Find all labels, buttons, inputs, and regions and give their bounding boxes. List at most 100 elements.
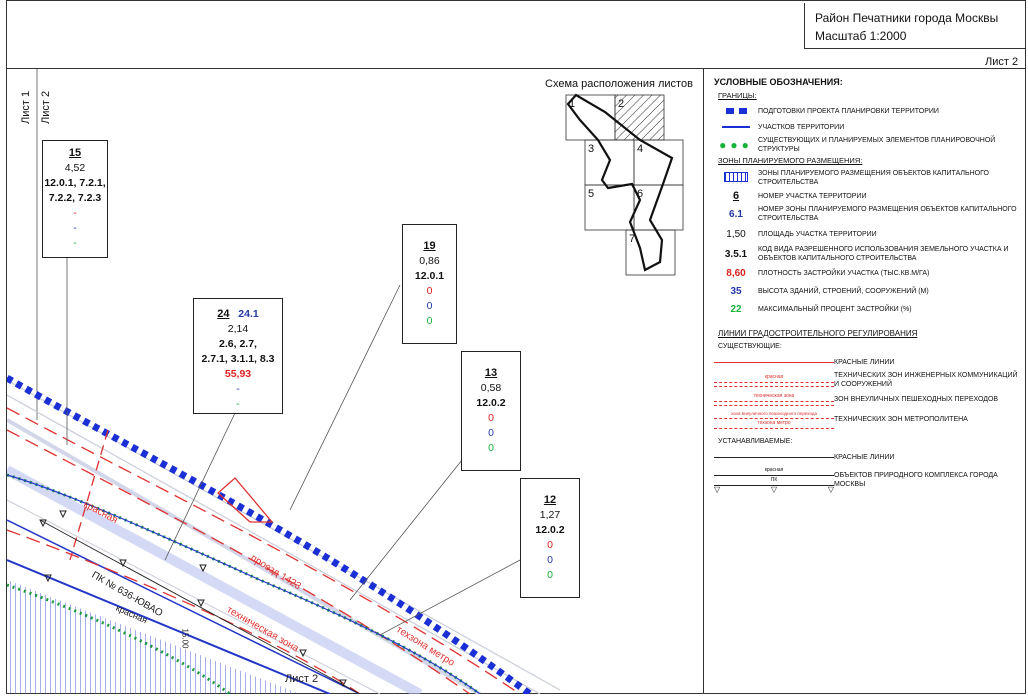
legend-existing-red: КРАСНЫЕ ЛИНИИ bbox=[834, 358, 895, 366]
tech-zone-symbol: красная bbox=[714, 373, 834, 387]
legend-planned-nature: ОБЪЕКТОВ ПРИРОДНОГО КОМПЛЕКСА ГОРОДА МОС… bbox=[834, 472, 998, 488]
plot-card-15[interactable]: 15 4,52 12.0.1, 7.2.1, 7.2.2, 7.2.3 - - … bbox=[42, 140, 108, 258]
zone-symbol bbox=[714, 172, 758, 184]
label-15-00: 15.00 bbox=[180, 628, 190, 649]
plot-density: 55,93 bbox=[224, 368, 252, 380]
legend-height: ВЫСОТА ЗДАНИЙ, СТРОЕНИЙ, СООРУЖЕНИЙ (М) bbox=[758, 287, 929, 295]
plot-area: 4,52 bbox=[64, 162, 86, 174]
plot-card-24[interactable]: 24 24.1 2,14 2.6, 2.7, 2.7.1, 3.1.1, 8.3… bbox=[193, 298, 283, 414]
plot-area: 1,27 bbox=[539, 509, 561, 521]
legend-density: ПЛОТНОСТЬ ЗАСТРОЙКИ УЧАСТКА (ТЫС.КВ.М/ГА… bbox=[758, 269, 930, 277]
legend-existing-tech: ТЕХНИЧЕСКИХ ЗОН ИНЖЕНЕРНЫХ КОММУНИКАЦИЙ … bbox=[834, 372, 1018, 388]
plot-codes: 12.0.2 bbox=[476, 397, 506, 409]
plot-area: 2,14 bbox=[227, 323, 249, 335]
plot-number: 24 bbox=[217, 308, 230, 320]
legend-plot-number: НОМЕР УЧАСТКА ТЕРРИТОРИИ bbox=[758, 192, 867, 200]
border-project-symbol bbox=[714, 107, 758, 116]
legend-percent-sym: 22 bbox=[730, 303, 742, 315]
plot-number: 13 bbox=[484, 367, 498, 379]
legend-code: КОД ВИДА РАЗРЕШЕННОГО ИСПОЛЬЗОВАНИЯ ЗЕМЕ… bbox=[758, 246, 1009, 262]
planned-red-line-symbol bbox=[714, 456, 834, 458]
scheme-cell-7: 7 bbox=[629, 233, 636, 245]
tag-krasnaya: красная bbox=[764, 374, 784, 380]
plot-card-13[interactable]: 13 0,58 12.0.2 0 0 0 bbox=[461, 351, 521, 471]
tag-planned-krasnaya: красная bbox=[764, 467, 784, 473]
plot-percent: 0 bbox=[488, 442, 494, 454]
legend-zones-title: ЗОНЫ ПЛАНИРУЕМОГО РАЗМЕЩЕНИЯ: bbox=[718, 156, 863, 165]
legend-planned-title: УСТАНАВЛИВАЕМЫЕ: bbox=[718, 438, 793, 445]
legend-zone: ЗОНЫ ПЛАНИРУЕМОГО РАЗМЕЩЕНИЯ ОБЪЕКТОВ КА… bbox=[758, 170, 989, 186]
legend-percent: МАКСИМАЛЬНЫЙ ПРОЦЕНТ ЗАСТРОЙКИ (%) bbox=[758, 305, 912, 313]
plot-density: - bbox=[73, 207, 77, 219]
plot-percent: - bbox=[236, 398, 240, 410]
plot-number: 12 bbox=[543, 494, 557, 506]
legend-divider bbox=[703, 68, 704, 694]
legend-area-sym: 1,50 bbox=[726, 228, 746, 240]
plot-number: 15 bbox=[68, 147, 82, 159]
legend-border-structure: СУЩЕСТВУЮЩИХ И ПЛАНИРУЕМЫХ ЭЛЕМЕНТОВ ПЛА… bbox=[758, 137, 996, 153]
scheme-cell-3: 3 bbox=[588, 143, 595, 155]
scheme-cell-4: 4 bbox=[637, 143, 644, 155]
title-block: Район Печатники города Москвы Масштаб 1:… bbox=[804, 3, 1026, 49]
legend-planned-red: КРАСНЫЕ ЛИНИИ bbox=[834, 453, 895, 461]
legend-border-plot: УЧАСТКОВ ТЕРРИТОРИИ bbox=[758, 123, 845, 131]
legend-density-sym: 8,60 bbox=[726, 267, 746, 279]
plot-height: 0 bbox=[488, 427, 494, 439]
legend-zone-number: НОМЕР ЗОНЫ ПЛАНИРУЕМОГО РАЗМЕЩЕНИЯ ОБЪЕК… bbox=[758, 206, 1017, 222]
plot-density: 0 bbox=[488, 412, 494, 424]
border-plot-symbol bbox=[714, 123, 758, 132]
district-title: Район Печатники города Москвы bbox=[815, 11, 999, 25]
legend-plot-number-sym: 6 bbox=[732, 189, 740, 202]
plot-height: 0 bbox=[547, 554, 553, 566]
legend-existing-title: СУЩЕСТВУЮЩИЕ: bbox=[718, 343, 782, 350]
legend-code-sym: 3.5.1 bbox=[724, 248, 748, 260]
tag-pedestrian: зона внеуличного пешеходного перехода bbox=[730, 411, 818, 416]
map-canvas[interactable]: Схема расположения листов 1 2 3 4 5 6 7 … bbox=[7, 69, 703, 694]
legend-panel: УСЛОВНЫЕ ОБОЗНАЧЕНИЯ: ГРАНИЦЫ: ПОДГОТОВК… bbox=[714, 78, 1022, 496]
legend-border-project: ПОДГОТОВКИ ПРОЕКТА ПЛАНИРОВКИ ТЕРРИТОРИИ bbox=[758, 107, 939, 115]
header-divider bbox=[6, 68, 1026, 69]
map-drawing bbox=[7, 69, 684, 694]
plot-density: 0 bbox=[426, 285, 433, 297]
plot-number: 19 bbox=[423, 240, 436, 252]
tag-pk: ПК bbox=[770, 477, 778, 483]
scheme-cell-2: 2 bbox=[618, 98, 625, 110]
plot-height: 0 bbox=[426, 300, 433, 312]
plot-codes: 12.0.2 bbox=[535, 524, 565, 536]
plot-zone: 24.1 bbox=[238, 308, 259, 320]
sheet-label: Лист 2 bbox=[985, 56, 1019, 68]
legend-area: ПЛОЩАДЬ УЧАСТКА ТЕРРИТОРИИ bbox=[758, 230, 877, 238]
scheme-title: Схема расположения листов bbox=[545, 78, 693, 90]
scheme-cell-6: 6 bbox=[637, 188, 644, 200]
legend-existing-pedestrian: ЗОН ВНЕУЛИЧНЫХ ПЕШЕХОДНЫХ ПЕРЕХОДОВ bbox=[834, 395, 999, 403]
plot-percent: 0 bbox=[547, 569, 553, 581]
plot-codes: 7.2.2, 7.2.3 bbox=[48, 192, 102, 204]
scheme-cell-1: 1 bbox=[569, 98, 576, 110]
plot-percent: 0 bbox=[426, 315, 433, 327]
legend-existing-metro: ТЕХНИЧЕСКИХ ЗОН МЕТРОПОЛИТЕНА bbox=[834, 415, 968, 423]
plot-codes: 12.0.1, 7.2.1, bbox=[44, 177, 106, 189]
metro-zone-symbol: зона внеуличного пешеходного перехода тех… bbox=[714, 409, 834, 429]
drawing-frame bbox=[6, 0, 1026, 694]
plot-codes: 12.0.1 bbox=[414, 270, 445, 282]
tag-metro: техзона метро bbox=[757, 420, 791, 426]
plot-card-12[interactable]: 12 1,27 12.0.2 0 0 0 bbox=[520, 478, 580, 598]
legend-lines-title: ЛИНИИ ГРАДОСТРОИТЕЛЬНОГО РЕГУЛИРОВАНИЯ bbox=[718, 329, 918, 338]
border-structure-symbol: ●●● bbox=[719, 137, 753, 152]
red-line-symbol bbox=[714, 361, 834, 363]
legend-title: УСЛОВНЫЕ ОБОЗНАЧЕНИЯ: bbox=[714, 77, 843, 87]
plot-percent: - bbox=[73, 237, 77, 249]
plot-codes: 2.6, 2.7, bbox=[219, 338, 257, 350]
legend-height-sym: 35 bbox=[730, 285, 742, 297]
scheme-cell-5: 5 bbox=[588, 188, 595, 200]
legend-borders-title: ГРАНИЦЫ: bbox=[718, 91, 757, 100]
plot-area: 0,58 bbox=[480, 382, 502, 394]
legend-zone-number-sym: 6.1 bbox=[729, 208, 743, 220]
plot-height: - bbox=[236, 383, 240, 395]
plot-card-19[interactable]: 19 0,86 12.0.1 0 0 0 bbox=[402, 224, 457, 344]
plot-codes: 2.7.1, 3.1.1, 8.3 bbox=[201, 353, 275, 365]
scale-label: Масштаб 1:2000 bbox=[815, 29, 907, 43]
plot-height: - bbox=[73, 222, 77, 234]
plot-density: 0 bbox=[547, 539, 553, 551]
